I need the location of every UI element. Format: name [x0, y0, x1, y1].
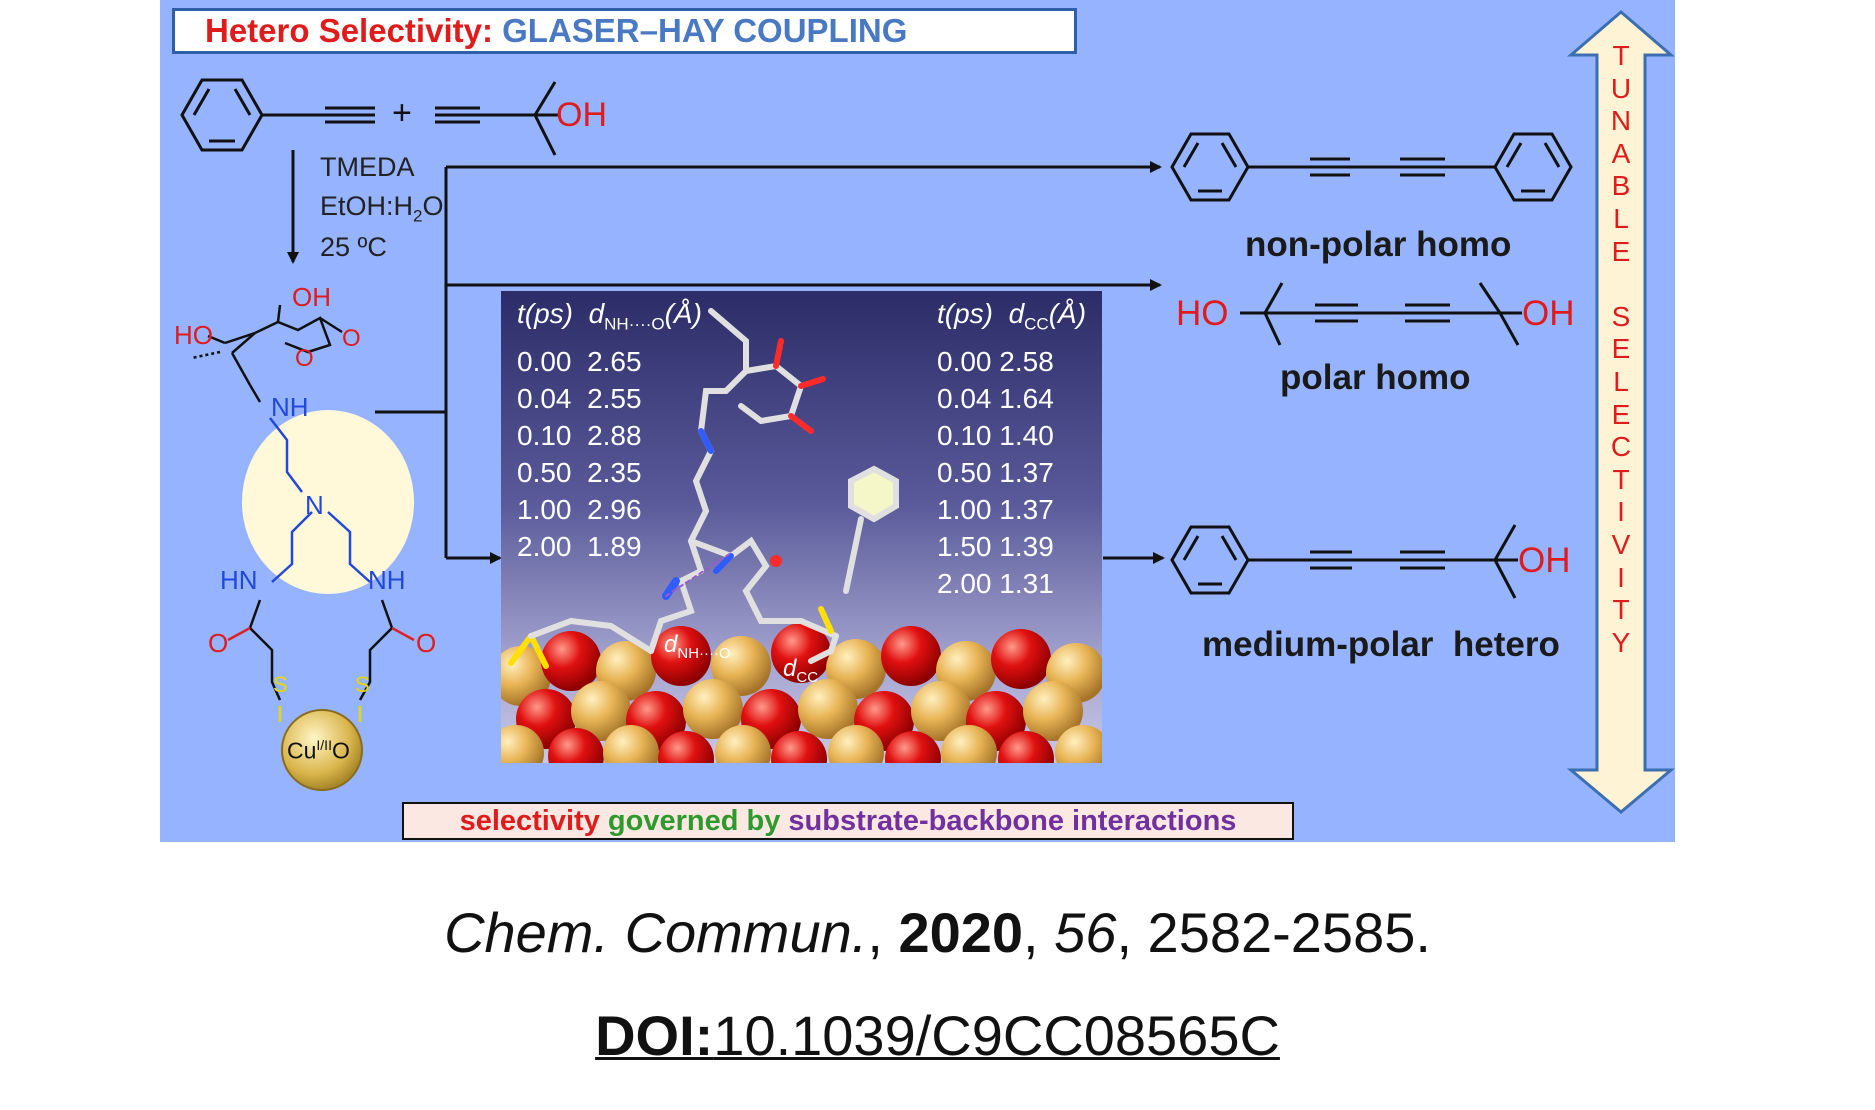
sugar-methoxy-o-label: O: [342, 325, 361, 352]
amide-nh-right: NH: [368, 565, 406, 595]
md-table-right: t(ps) dCC(Å) 0.00 2.58 0.04 1.64 0.10 1.…: [937, 295, 1086, 602]
polar-oh-label: OH: [1522, 294, 1575, 333]
benzene-reactant: [180, 78, 264, 152]
caption-interactions: substrate-backbone interactions: [788, 805, 1237, 837]
amide-hn-left: HN: [220, 565, 258, 595]
md-right-row: 1.00 1.37: [937, 493, 1054, 525]
figure-panel: Hetero Selectivity: GLASER–HAY COUPLING: [160, 0, 1675, 842]
sugar-ho-label: HO: [174, 320, 213, 350]
md-left-row: 0.50 2.35: [517, 456, 642, 488]
tunable-letter: E: [1611, 398, 1631, 430]
sugar-oh-label: OH: [292, 282, 331, 312]
md-snapshot: t(ps) dNH····O(Å) 0.00 2.65 0.04 2.55 0.…: [501, 291, 1102, 763]
tunable-letter: C: [1610, 431, 1632, 463]
plus-sign: +: [392, 94, 412, 132]
product-nonpolar: [1170, 132, 1573, 202]
sugar-ring-o-label: O: [295, 345, 314, 372]
doi-label: DOI:: [595, 1004, 714, 1067]
md-right-row: 0.00 2.58: [937, 345, 1054, 377]
condition-tmeda: TMEDA: [320, 152, 415, 182]
md-molecule: [508, 308, 899, 669]
hetero-oh-label: OH: [1518, 541, 1571, 580]
thiol-s-right: S: [355, 672, 370, 697]
condition-solvent: EtOH:H2O: [320, 191, 444, 226]
citation-pages: , 2582-2585.: [1116, 901, 1431, 964]
selectivity-caption: selectivity governed by substrate-backbo…: [402, 802, 1294, 840]
md-left-row: 0.10 2.88: [517, 419, 642, 451]
doi-link[interactable]: DOI:10.1039/C9CC08565C: [595, 1004, 1280, 1067]
tunable-letter: Y: [1611, 626, 1631, 658]
md-table-right-header: t(ps) dCC(Å): [937, 298, 1087, 334]
alkyne-2: [435, 81, 558, 156]
product-hetero: [1170, 524, 1518, 599]
citation-volume: 56: [1054, 901, 1117, 964]
copper-oxide-particle: [281, 709, 363, 791]
md-right-row: 0.10 1.40: [937, 419, 1054, 451]
md-left-row: 0.00 2.65: [517, 345, 642, 377]
caption-selectivity: selectivity: [459, 805, 600, 837]
copper-label: CuI/IIO: [287, 737, 350, 764]
md-right-row: 1.50 1.39: [937, 530, 1054, 562]
tunable-letter: T: [1612, 463, 1630, 495]
amide-o-left: O: [208, 628, 229, 658]
citation-year: 2020: [898, 901, 1024, 964]
tunable-letter: I: [1617, 496, 1625, 528]
dnh-distance-label: dNH····O: [664, 631, 731, 662]
tunable-letter: T: [1612, 594, 1630, 626]
amide-o-right: O: [416, 628, 437, 658]
tunable-letter: B: [1611, 170, 1631, 202]
amine-n-center: N: [305, 490, 324, 520]
amine-nh-top: NH: [271, 392, 309, 422]
md-left-row: 2.00 1.89: [517, 530, 642, 562]
tunable-letter: S: [1611, 300, 1631, 332]
md-right-row: 0.04 1.64: [937, 382, 1054, 414]
polar-ho-label: HO: [1176, 294, 1229, 333]
title-box: Hetero Selectivity: GLASER–HAY COUPLING: [172, 8, 1077, 54]
md-left-row: 0.04 2.55: [517, 382, 642, 414]
product-label-nonpolar: non-polar homo: [1245, 225, 1512, 264]
tunable-letter: U: [1610, 72, 1632, 104]
doi-value: 10.1039/C9CC08565C: [713, 1004, 1280, 1067]
product-polar: [1240, 282, 1522, 346]
title-part1: Hetero Selectivity:: [205, 12, 493, 49]
alkyne-1: [262, 106, 375, 124]
condition-temperature: 25 ºC: [320, 232, 387, 262]
sugar-ring: [191, 304, 343, 386]
title-part2: GLASER–HAY COUPLING: [502, 12, 908, 49]
tunable-letter: A: [1611, 137, 1631, 169]
tunable-double-arrow: [1566, 10, 1675, 814]
product-label-polar: polar homo: [1280, 358, 1471, 397]
tunable-letter: [1596, 268, 1646, 301]
scheme-drawing: [180, 10, 1675, 814]
tunable-letter: N: [1610, 105, 1632, 137]
backbone-highlight: [242, 410, 414, 594]
md-table-left: t(ps) dNH····O(Å) 0.00 2.65 0.04 2.55 0.…: [517, 295, 702, 565]
tunable-letter: T: [1612, 40, 1630, 71]
product-label-hetero: medium-polar hetero: [1202, 625, 1560, 664]
tunable-letter: E: [1611, 333, 1631, 365]
thiol-s-left: S: [273, 672, 288, 697]
tunable-letter: V: [1611, 528, 1631, 560]
tunable-letter: L: [1613, 202, 1629, 234]
md-surface: [501, 308, 1102, 763]
citation-doi-line: DOI:10.1039/C9CC08565C: [0, 1003, 1875, 1068]
citation-reference: Chem. Commun., 2020, 56, 2582-2585.: [444, 901, 1431, 964]
tunable-letter: I: [1617, 561, 1625, 593]
md-right-row: 0.50 1.37: [937, 456, 1054, 488]
md-right-row: 2.00 1.31: [937, 567, 1054, 599]
citation-journal: Chem. Commun.: [444, 901, 868, 964]
tunable-letter: L: [1613, 365, 1629, 397]
caption-governed-by: governed by: [607, 805, 781, 837]
reactant-oh-label: OH: [556, 96, 607, 134]
backbone-chain: [227, 384, 415, 722]
dcc-distance-label: dCC: [783, 655, 819, 686]
branch-lines: [375, 161, 1165, 564]
cu2o-spheres: [501, 623, 1102, 763]
tunable-letter: E: [1611, 235, 1631, 267]
md-left-row: 1.00 2.96: [517, 493, 642, 525]
md-table-left-header: t(ps) dNH····O(Å): [517, 298, 702, 334]
